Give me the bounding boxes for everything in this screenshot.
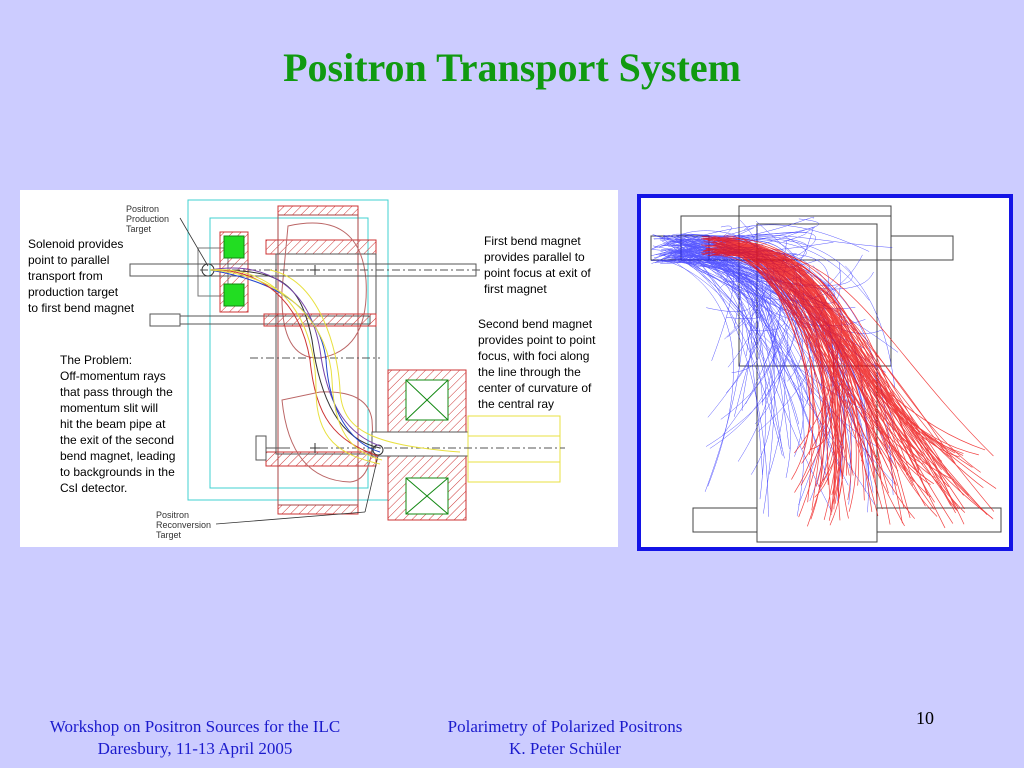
solenoid-annotation: Solenoid provides point to parallel tran…	[28, 237, 135, 315]
blue-ray	[677, 237, 783, 450]
red-ray	[725, 242, 993, 519]
ray-trace-drawing	[650, 205, 1002, 543]
reconversion-target-label: Positron Reconversion Target	[156, 510, 212, 540]
blue-ray	[685, 256, 803, 441]
blue-ray	[660, 234, 893, 253]
red-ray	[704, 245, 956, 514]
red-ray	[721, 238, 838, 464]
red-ray	[707, 255, 923, 456]
transport-schematic-drawing	[129, 199, 565, 525]
transport-schematic-figure: Positron Production Target Solenoid prov…	[20, 190, 618, 547]
red-ray	[723, 244, 931, 498]
red-ray	[705, 237, 973, 468]
problem-annotation: The Problem: Off-momentum rays that pass…	[60, 353, 176, 495]
blue-ray	[651, 239, 787, 338]
red-ray	[722, 249, 849, 519]
red-ray	[720, 247, 815, 455]
page-number: 10	[916, 708, 934, 728]
blue-ray	[675, 258, 788, 447]
red-ray	[716, 247, 965, 510]
blue-ray	[663, 236, 870, 301]
second-bend-annotation: Second bend magnet provides point to poi…	[478, 317, 596, 411]
blue-ray	[670, 226, 815, 258]
ray-trace-figure	[637, 194, 1013, 551]
red-ray	[702, 237, 938, 517]
first-bend-annotation: First bend magnet provides parallel to p…	[484, 234, 591, 296]
production-target-label: Positron Production Target	[126, 204, 170, 234]
red-ray	[718, 246, 824, 511]
red-ray	[708, 245, 914, 486]
blue-ray	[675, 261, 734, 487]
red-ray	[715, 243, 994, 520]
blue-ray	[680, 250, 790, 450]
blue-ray	[657, 259, 772, 475]
footer-talk: Polarimetry of Polarized Positrons K. Pe…	[447, 717, 683, 758]
slide-title: Positron Transport System	[283, 45, 741, 90]
red-ray	[723, 252, 924, 465]
red-ray	[716, 238, 832, 515]
blue-ray	[660, 224, 870, 252]
footer-conference: Workshop on Positron Sources for the ILC…	[49, 717, 341, 758]
blue-ray	[671, 216, 815, 247]
red-ray	[715, 250, 879, 517]
